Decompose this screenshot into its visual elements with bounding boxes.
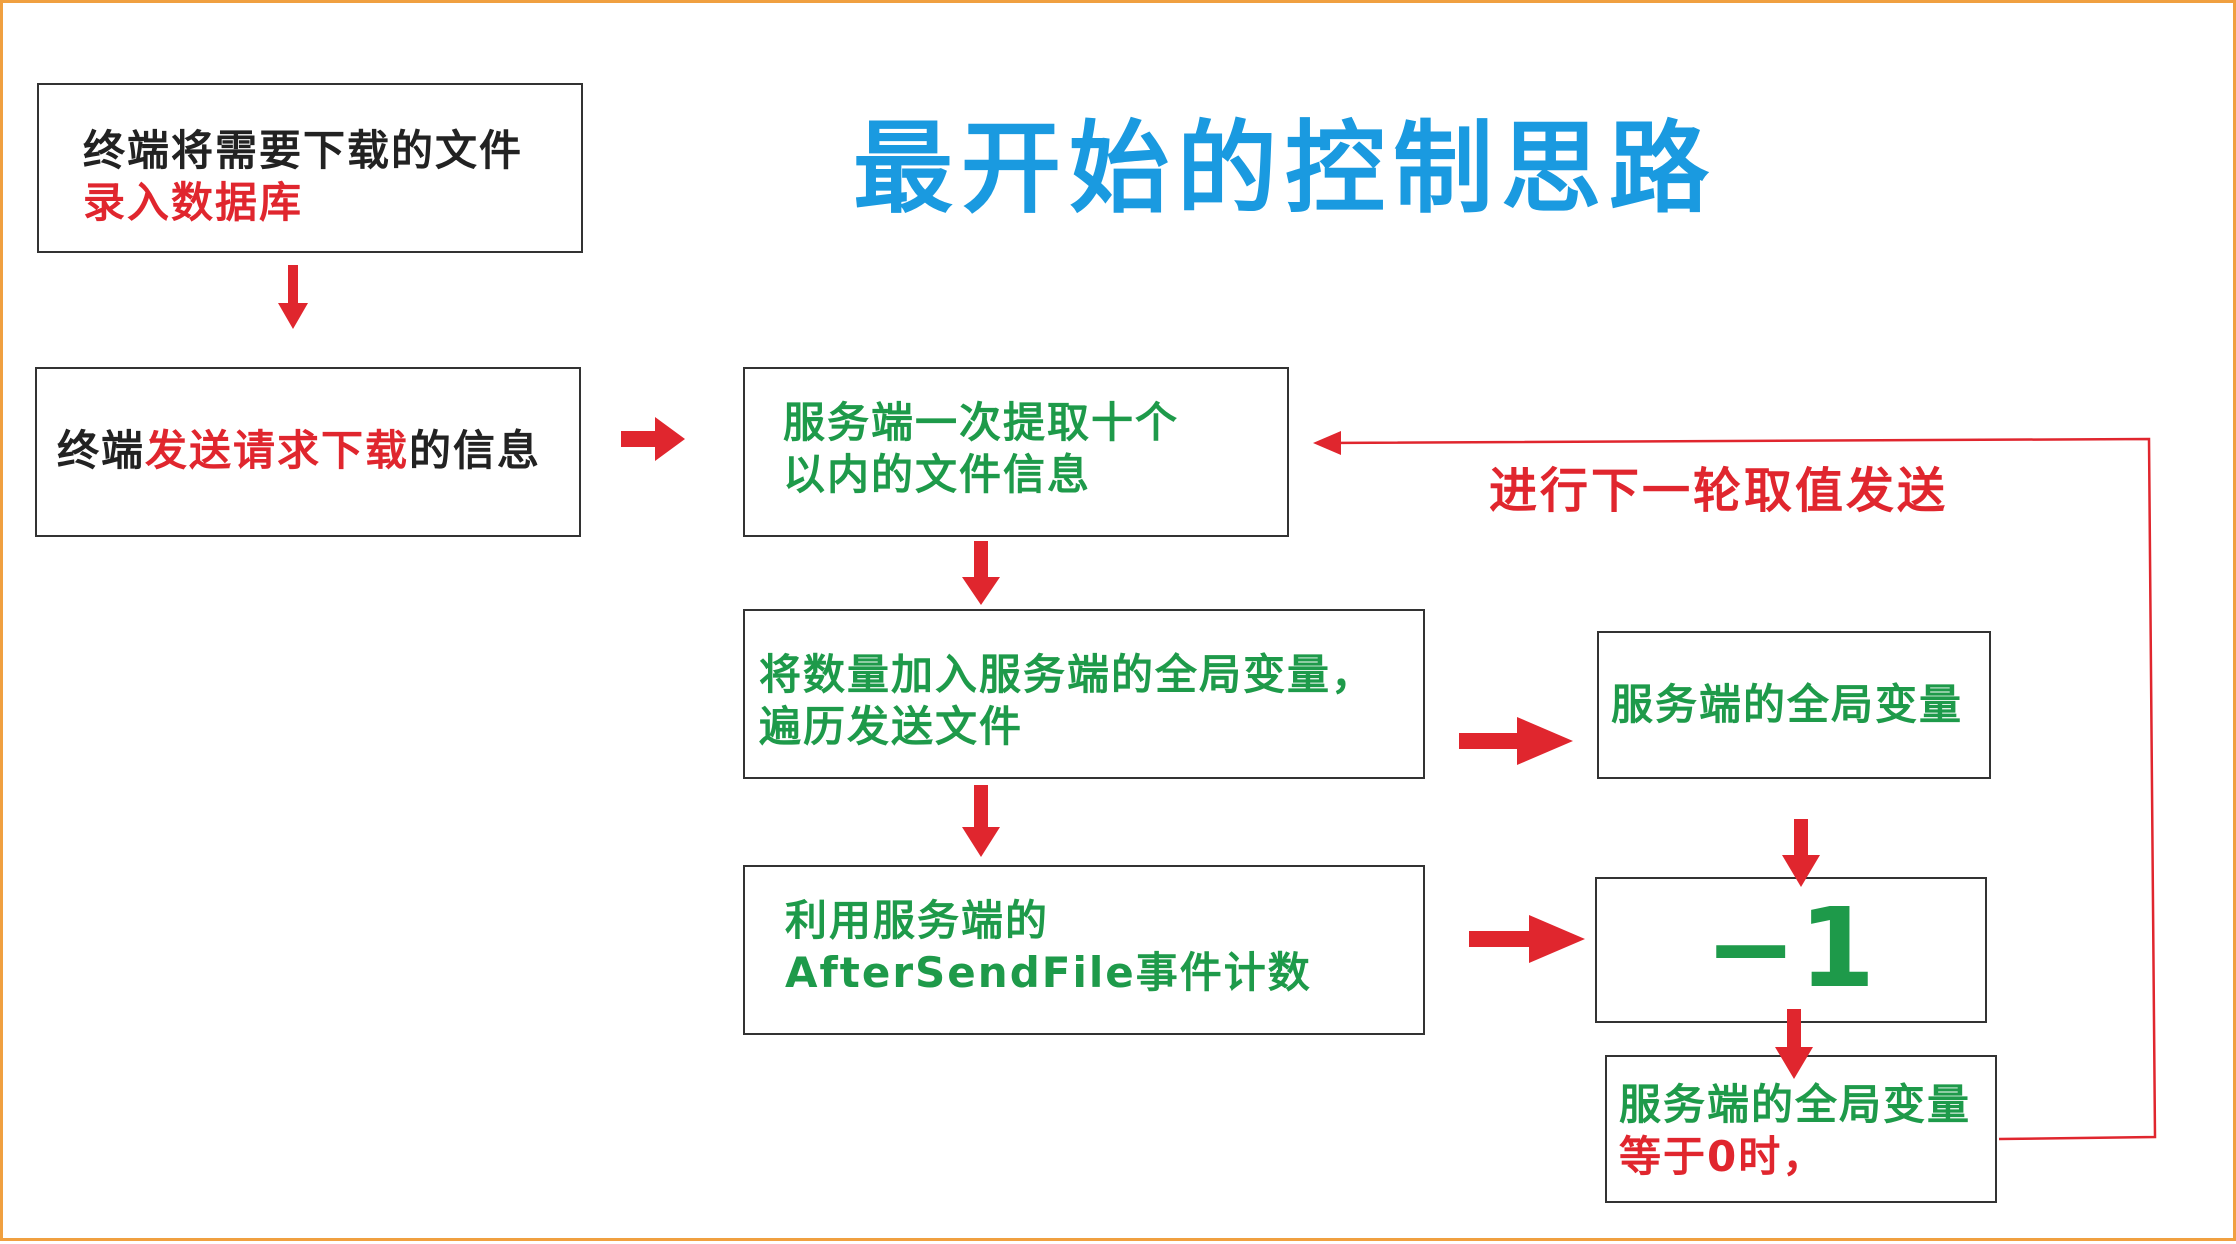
fetch-box-line2: 以内的文件信息 <box>783 450 1092 499</box>
send-request-text: 终端发送请求下载的信息 <box>57 425 541 477</box>
send-request-box: 终端发送请求下载的信息 <box>35 367 581 537</box>
after-send-line1: 利用服务端的 <box>785 896 1050 945</box>
down-arrow-3 <box>962 785 1000 857</box>
minus-one-box: −1 <box>1595 877 1987 1023</box>
record-box-line1: 终端将需要下载的文件 <box>83 126 524 175</box>
send-request-part1: 终端 <box>57 426 146 475</box>
add-global-line1: 将数量加入服务端的全局变量， <box>759 650 1376 699</box>
down-arrow-2 <box>962 541 1000 605</box>
fetch-box-line1: 服务端一次提取十个 <box>783 398 1180 447</box>
loop-back-arrowhead <box>1313 431 1341 455</box>
minus-one-text: −1 <box>1704 884 1878 1012</box>
loop-back-line <box>1320 437 2157 1141</box>
send-request-part3: 的信息 <box>409 426 542 475</box>
add-global-box: 将数量加入服务端的全局变量， 遍历发送文件 <box>743 609 1425 779</box>
after-send-line2: AfterSendFile事件计数 <box>785 948 1312 997</box>
down-arrow-5 <box>1775 1009 1813 1079</box>
diagram-title: 最开始的控制思路 <box>853 110 1717 227</box>
down-arrow-4 <box>1782 819 1820 887</box>
down-arrow-1 <box>278 265 308 329</box>
equals-zero-box: 服务端的全局变量 等于0时， <box>1605 1055 1997 1203</box>
fetch-files-box: 服务端一次提取十个 以内的文件信息 <box>743 367 1289 537</box>
global-variable-box: 服务端的全局变量 <box>1597 631 1991 779</box>
equals-zero-line1: 服务端的全局变量 <box>1619 1080 1972 1129</box>
add-global-line2: 遍历发送文件 <box>759 702 1024 751</box>
right-arrow-1 <box>621 417 685 461</box>
send-request-part2: 发送请求下载 <box>145 426 410 475</box>
right-arrow-2 <box>1459 717 1573 765</box>
right-arrow-3 <box>1469 915 1585 963</box>
after-send-file-box: 利用服务端的 AfterSendFile事件计数 <box>743 865 1425 1035</box>
record-to-database-box: 终端将需要下载的文件 录入数据库 <box>37 83 583 253</box>
loop-label: 进行下一轮取值发送 <box>1489 463 1949 519</box>
equals-zero-line2: 等于0时， <box>1619 1132 1827 1181</box>
arrows-layer <box>278 265 2157 1141</box>
global-variable-text: 服务端的全局变量 <box>1611 680 1964 729</box>
record-box-line2: 录入数据库 <box>83 178 304 227</box>
